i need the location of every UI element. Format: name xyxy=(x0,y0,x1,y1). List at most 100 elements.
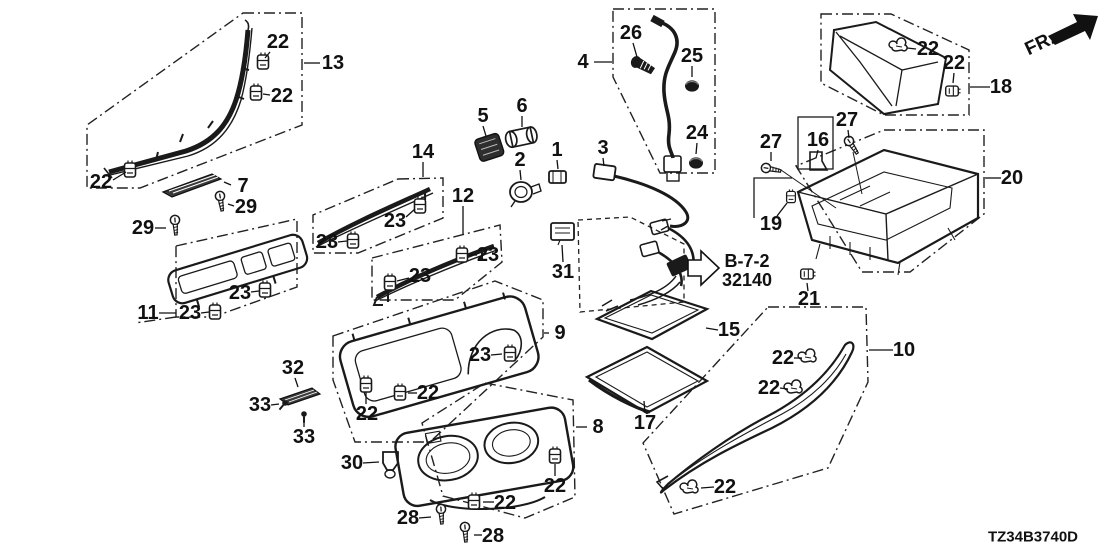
clip-icon xyxy=(346,230,360,249)
callout-33: 33 xyxy=(249,394,271,416)
callout-11: 11 xyxy=(137,302,158,324)
leader-line-23 xyxy=(250,290,260,293)
callout-21: 21 xyxy=(798,288,820,310)
diagram-code: TZ34B3740D xyxy=(988,529,1078,546)
callout-22: 22 xyxy=(943,52,965,74)
part-20-console xyxy=(780,148,980,276)
leader-line-26 xyxy=(632,42,638,58)
part-8-base xyxy=(429,496,546,510)
fr-direction: FR. xyxy=(1022,14,1098,60)
callout-12: 12 xyxy=(452,185,474,207)
clip-icon xyxy=(208,301,222,320)
leader-line-22 xyxy=(952,72,955,84)
leader-line-24 xyxy=(695,142,698,155)
clip-icon xyxy=(503,343,517,362)
leader-line-32 xyxy=(294,377,299,388)
part-4-harness xyxy=(650,14,682,182)
callout-27: 27 xyxy=(760,131,782,153)
leader-line-21 xyxy=(806,282,809,292)
part-5-socket xyxy=(474,132,505,162)
callout-4: 4 xyxy=(577,51,589,73)
clip-icon xyxy=(413,195,427,214)
callout-18: 18 xyxy=(990,76,1012,98)
callout-19: 19 xyxy=(760,213,782,235)
parts-artwork xyxy=(103,14,980,510)
leader-line-23 xyxy=(200,311,210,314)
callout-31: 31 xyxy=(552,261,574,283)
box-harness xyxy=(577,216,685,313)
callout-25: 25 xyxy=(681,45,703,67)
callout-22: 22 xyxy=(417,382,439,404)
callout-22: 22 xyxy=(917,38,939,60)
leader-line-16 xyxy=(815,149,819,159)
fr-arrow-icon xyxy=(1048,14,1098,45)
box-part-9 xyxy=(332,280,544,443)
callout-20: 20 xyxy=(1001,167,1023,189)
box-part-11 xyxy=(175,218,298,318)
reference-code: B-7-2 xyxy=(724,251,769,271)
callout-26: 26 xyxy=(620,22,642,44)
leader-line-1 xyxy=(556,159,559,170)
callout-23: 23 xyxy=(409,265,431,287)
grommet-icon xyxy=(684,79,700,93)
leader-line-23 xyxy=(337,240,348,243)
clip-icon xyxy=(785,188,797,204)
clip-icon xyxy=(383,272,397,291)
leader-line-33 xyxy=(270,403,280,406)
clip-icon xyxy=(467,491,481,510)
screw-icon xyxy=(213,189,228,213)
wing-clip-icon xyxy=(679,479,699,494)
leader-line-22 xyxy=(906,47,917,50)
callout-22: 22 xyxy=(544,475,566,497)
part-32-hatch xyxy=(284,389,318,403)
part-3-wire xyxy=(592,163,690,231)
clip-icon xyxy=(258,279,272,298)
box-part-18 xyxy=(820,13,970,116)
corner-bracket-19 xyxy=(753,177,792,218)
callout-23: 23 xyxy=(384,210,406,232)
callout-23: 23 xyxy=(477,244,499,266)
part-16-bracket xyxy=(809,151,829,171)
callout-1: 1 xyxy=(551,139,562,161)
callout-22: 22 xyxy=(494,492,516,514)
part-13-trim xyxy=(103,19,253,179)
leader-line-2 xyxy=(519,169,522,181)
leader-line-17 xyxy=(643,400,646,414)
box-part-12 xyxy=(371,224,503,301)
leader-line-22 xyxy=(700,486,715,489)
grommet-icon xyxy=(688,156,704,170)
leader-line-5 xyxy=(482,125,487,137)
callout-29: 29 xyxy=(235,196,257,218)
part-1-connector xyxy=(548,170,567,184)
screw-icon xyxy=(169,214,182,237)
callout-8: 8 xyxy=(592,416,603,438)
callout-23: 23 xyxy=(469,344,491,366)
wing-clip-icon xyxy=(797,348,817,363)
box-part-8 xyxy=(421,382,576,519)
part-7-strip xyxy=(161,173,223,198)
callout-2: 2 xyxy=(514,149,525,171)
leader-line-22 xyxy=(262,93,271,96)
callout-6: 6 xyxy=(516,95,527,117)
leader-line-28 xyxy=(418,516,432,519)
wing-clip-icon xyxy=(888,37,908,52)
callout-22: 22 xyxy=(356,403,378,425)
callout-17: 17 xyxy=(634,412,656,434)
part-30-damper xyxy=(382,451,399,479)
leader-line-30 xyxy=(362,461,380,464)
callout-22: 22 xyxy=(772,347,794,369)
box-part-10 xyxy=(642,306,869,515)
clip-icon xyxy=(123,159,137,178)
leader-line-31 xyxy=(561,244,564,263)
leader-line-29 xyxy=(227,203,235,207)
screw-icon xyxy=(459,521,472,544)
part-7-hatch xyxy=(168,174,219,194)
fr-label: FR. xyxy=(1022,28,1059,60)
callout-9: 9 xyxy=(554,322,565,344)
box-part-20 xyxy=(794,129,985,273)
callout-24: 24 xyxy=(686,122,709,144)
callout-28: 28 xyxy=(482,525,504,547)
bolt-icon xyxy=(628,54,658,76)
wing-clip-icon xyxy=(783,379,803,394)
